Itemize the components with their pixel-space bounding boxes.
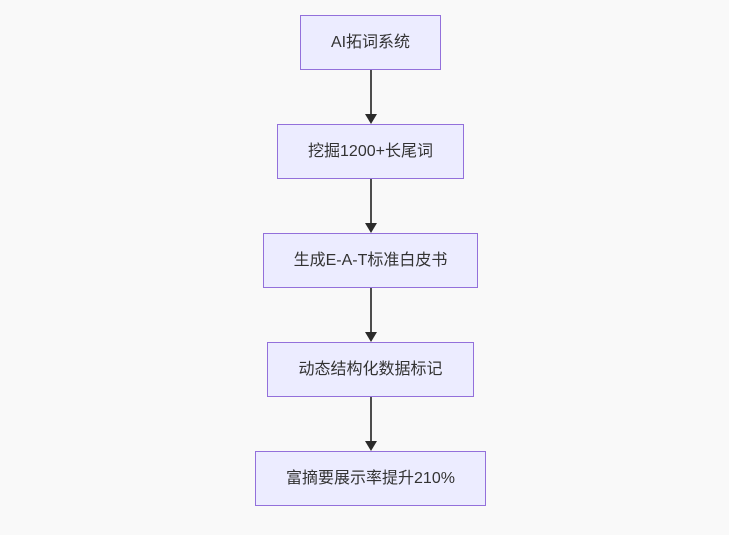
flow-node-ai-word-system: AI拓词系统: [299, 15, 442, 70]
arrow-line: [369, 288, 372, 332]
flow-node-longtail-mining: 挖掘1200+长尾词: [277, 124, 464, 179]
flow-arrow-2: [364, 179, 377, 233]
arrowhead-down-icon: [364, 441, 377, 451]
arrow-line: [369, 397, 372, 441]
flow-node-structured-data-markup: 动态结构化数据标记: [267, 342, 474, 397]
flow-node-label: 动态结构化数据标记: [298, 360, 443, 378]
flow-node-eat-whitepaper: 生成E-A-T标准白皮书: [262, 233, 479, 288]
flow-arrow-1: [364, 70, 377, 124]
arrow-line: [369, 179, 372, 223]
flow-node-rich-snippet-result: 富摘要展示率提升210%: [255, 451, 486, 506]
flow-node-label: AI拓词系统: [330, 33, 411, 51]
flow-arrow-3: [364, 288, 377, 342]
flow-node-label: 富摘要展示率提升210%: [286, 469, 455, 487]
flowchart-column: AI拓词系统 挖掘1200+长尾词 生成E-A-T标准白皮书 动态结构化数据标记: [255, 15, 486, 506]
arrowhead-down-icon: [364, 223, 377, 233]
arrow-line: [369, 70, 372, 114]
flow-node-label: 生成E-A-T标准白皮书: [293, 251, 448, 269]
flow-node-label: 挖掘1200+长尾词: [308, 142, 433, 160]
arrowhead-down-icon: [364, 114, 377, 124]
flow-arrow-4: [364, 397, 377, 451]
arrowhead-down-icon: [364, 332, 377, 342]
